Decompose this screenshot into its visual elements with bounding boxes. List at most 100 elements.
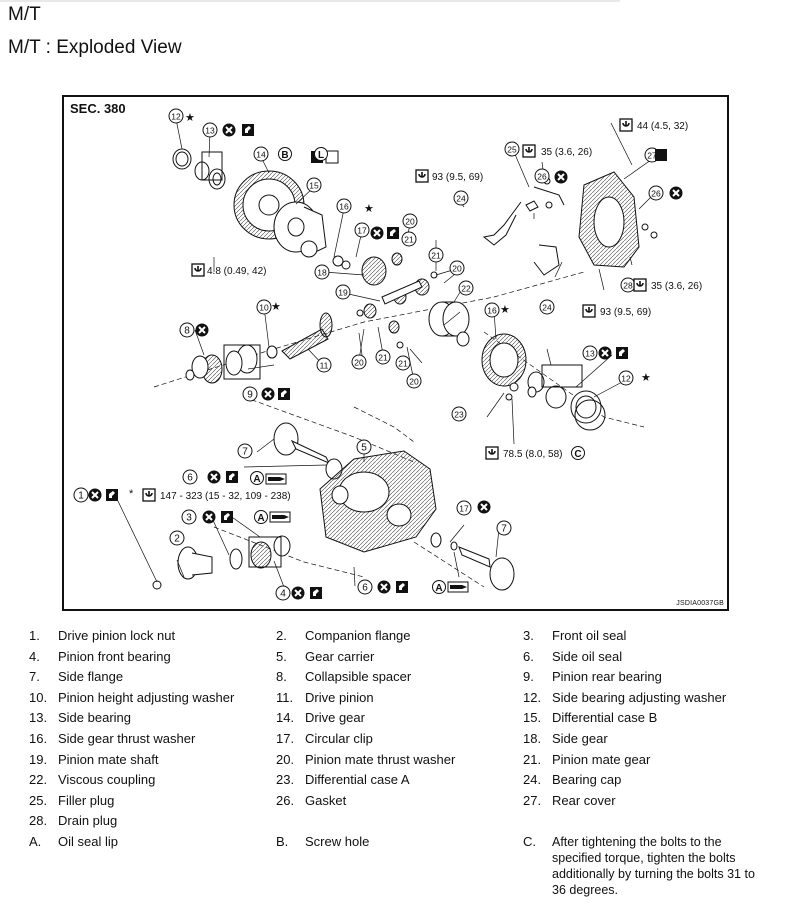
asterisk-1: * [129, 488, 134, 500]
torque-label-44: 44 (4.5, 32) [637, 121, 688, 132]
callout-21: 21 [401, 231, 417, 247]
callout-17: 17 [456, 500, 472, 516]
svg-text:20: 20 [405, 217, 415, 227]
callout-10: 10 [256, 299, 272, 315]
svg-text:13: 13 [585, 349, 595, 359]
callout-21: 21 [428, 247, 444, 263]
legend-label: Pinion mate shaft [58, 751, 159, 767]
svg-text:22: 22 [461, 284, 471, 294]
legend-label: Gear carrier [305, 648, 375, 664]
svg-text:21: 21 [431, 251, 441, 261]
legend-label: Pinion mate gear [552, 751, 651, 767]
svg-text:3: 3 [186, 513, 192, 524]
callout-6: 6 [182, 469, 198, 485]
callout-5: 5 [356, 439, 372, 455]
svg-text:20: 20 [409, 377, 419, 387]
svg-text:7: 7 [242, 447, 248, 458]
svg-text:25: 25 [507, 145, 517, 155]
svg-text:10: 10 [259, 303, 269, 313]
svg-text:2: 2 [174, 534, 180, 545]
svg-text:4: 4 [280, 589, 286, 600]
callout-20: 20 [402, 213, 418, 229]
legend-label: Front oil seal [552, 628, 627, 643]
legend-label: Pinion height adjusting washer [58, 689, 235, 705]
legend-number: A. [29, 834, 42, 849]
callout-18: 18 [314, 264, 330, 280]
legend-number: 1. [29, 628, 40, 643]
callout-12: 12 [618, 370, 634, 386]
legend-number: 10. [29, 689, 48, 705]
legend-number: 11. [276, 689, 294, 705]
callout-17: 17 [354, 222, 370, 238]
legend-number: 20. [276, 751, 295, 767]
legend-number: 19. [29, 751, 48, 767]
legend-label: Pinion rear bearing [552, 669, 662, 685]
svg-text:6: 6 [362, 583, 368, 594]
callout-20: 20 [449, 260, 465, 276]
torque-label-35-bottom: 35 (3.6, 26) [651, 281, 702, 292]
legend-number: 27. [523, 792, 542, 808]
callout-25: 25 [504, 141, 520, 157]
callout-24: 24 [539, 299, 555, 315]
torque-label-93-bottom: 93 (9.5, 69) [600, 307, 651, 318]
svg-text:27: 27 [647, 151, 657, 161]
note-b-letter: B [281, 150, 288, 161]
callout-8: 8 [179, 322, 195, 338]
callout-1: 1 [73, 487, 89, 503]
legend-label: Side bearing [58, 710, 131, 726]
svg-text:7: 7 [501, 524, 507, 535]
legend-number: 17. [276, 731, 295, 746]
legend-label: Pinion mate thrust washer [305, 751, 456, 767]
top-rule [0, 0, 620, 2]
note-c-text: After tightening the bolts to the specif… [552, 835, 755, 897]
torque-label-147: 147 - 323 (15 - 32, 109 - 238) [160, 491, 291, 502]
svg-text:17: 17 [459, 504, 469, 514]
callout-26: 26 [534, 168, 550, 184]
exploded-diagram: 1234589101114151819222325272812131617202… [73, 108, 702, 601]
legend-number: 25. [29, 792, 48, 808]
svg-text:20: 20 [452, 264, 462, 274]
page-title: M/T [8, 4, 41, 25]
legend-number: 15. [523, 710, 542, 726]
legend-number: 18. [523, 731, 542, 746]
svg-text:26: 26 [651, 189, 661, 199]
legend-number: 16. [29, 731, 48, 746]
note-c-letter: C [574, 449, 581, 460]
callout-2: 2 [169, 530, 185, 546]
callout-9: 9 [242, 386, 258, 402]
legend-label: Viscous coupling [58, 772, 156, 788]
svg-text:16: 16 [339, 202, 349, 212]
svg-text:14: 14 [256, 150, 266, 160]
svg-text:9: 9 [247, 390, 253, 401]
torque-label-78-5: 78.5 (8.0, 58) [503, 449, 562, 460]
legend-label: Oil seal lip [58, 834, 118, 849]
legend-label: Side oil seal [552, 648, 623, 664]
svg-text:21: 21 [398, 359, 408, 369]
legend-label: Side gear [552, 731, 608, 746]
svg-text:13: 13 [205, 126, 215, 136]
star-10: ★ [271, 301, 281, 313]
legend-number: 24. [523, 772, 542, 788]
legend-label: Gasket [305, 792, 347, 808]
legend-label: Drive gear [305, 710, 365, 726]
legend-number: B. [276, 834, 289, 849]
legend-number: 9. [523, 669, 534, 685]
callout-23: 23 [451, 406, 467, 422]
legend-label: Pinion front bearing [58, 648, 171, 664]
legend-number: 21. [523, 751, 542, 767]
legend-number: 7. [29, 669, 40, 685]
legend-number: 22. [29, 772, 48, 788]
legend-number: 3. [523, 628, 534, 643]
svg-text:8: 8 [184, 326, 190, 337]
legend-number: 12. [523, 689, 542, 705]
legend-number: 13. [29, 710, 48, 726]
callout-12: 12 [168, 108, 184, 124]
note-a-letter-3: A [435, 583, 442, 594]
legend-label: Rear cover [552, 792, 616, 808]
legend-label: Drive pinion lock nut [58, 628, 176, 643]
callout-21: 21 [375, 349, 391, 365]
section-label: SEC. 380 [70, 101, 126, 116]
legend-label: Companion flange [305, 628, 411, 643]
legend-label: Circular clip [305, 731, 373, 746]
legend-label: Differential case A [305, 772, 410, 788]
